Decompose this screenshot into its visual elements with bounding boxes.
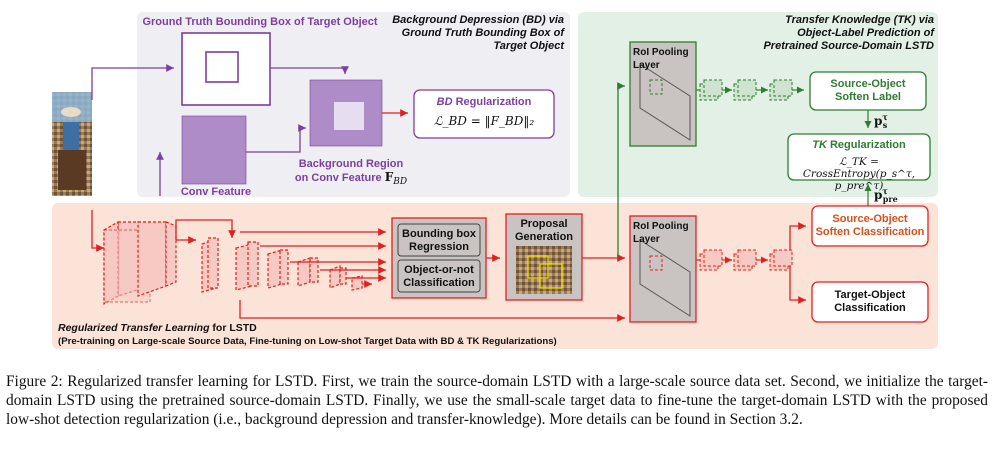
bd-reg-title: BD Regularization bbox=[436, 96, 532, 108]
proposal-image bbox=[516, 246, 572, 294]
arrow-fork-2 bbox=[175, 219, 236, 240]
tgt-cls-box bbox=[811, 281, 929, 323]
bd-reg-formula: ℒ_BD = ‖F_BD‖₂ bbox=[433, 114, 535, 128]
rtl-roi-label: RoI Pooling Layer bbox=[633, 221, 689, 245]
obj-cls-box bbox=[397, 259, 481, 293]
arrow-bottom-path bbox=[239, 300, 625, 322]
conv-feature-square bbox=[181, 115, 247, 185]
purple-line-top bbox=[91, 64, 174, 100]
ps-label: pτs bbox=[874, 112, 888, 131]
tk-reg-title: TK Regularization bbox=[812, 139, 906, 151]
rtl-fc-cubes bbox=[699, 249, 793, 271]
tk-reg-box bbox=[787, 133, 931, 181]
src-cls-box bbox=[811, 205, 929, 247]
purple-line-conv-right bbox=[240, 124, 306, 153]
tk-roi-label: RoI Pooling Layer bbox=[633, 47, 689, 71]
gt-box-outer bbox=[181, 32, 271, 106]
gt-box-label: Ground Truth Bounding Box of Target Obje… bbox=[142, 16, 378, 28]
bg-region-label: Background Region on Conv Feature FBD bbox=[294, 158, 408, 188]
figure-caption: Figure 2: Regularized transfer learning … bbox=[6, 373, 988, 428]
rtl-footer: Regularized Transfer Learning for LSTD (… bbox=[58, 322, 557, 347]
rtl-panel bbox=[52, 203, 938, 349]
bg-region-hole bbox=[334, 102, 364, 130]
arrow-img-to-backbone bbox=[91, 210, 104, 252]
purple-line-gt-down bbox=[270, 66, 349, 74]
tk-reg-formula: ℒ_TK = CrossEntropy(p_s^τ, p_pre^τ) bbox=[802, 156, 916, 192]
conv-feature-label: Conv Feature bbox=[180, 186, 252, 198]
input-image bbox=[52, 92, 92, 196]
soften-label-box bbox=[809, 71, 927, 111]
gt-box-inner bbox=[205, 51, 239, 83]
lstd-diagram: Ground Truth Bounding Box of Target Obje… bbox=[52, 12, 938, 349]
ppre-label: pτpre bbox=[874, 186, 898, 205]
bbox-regression-box bbox=[397, 223, 481, 257]
bd-reg-box bbox=[413, 89, 555, 139]
green-line-up bbox=[617, 82, 625, 258]
tk-fc-cubes bbox=[699, 79, 793, 101]
backbone bbox=[103, 220, 363, 306]
arrow-to-tgt-cls bbox=[789, 258, 806, 304]
arrow-to-src-cls bbox=[789, 222, 806, 258]
